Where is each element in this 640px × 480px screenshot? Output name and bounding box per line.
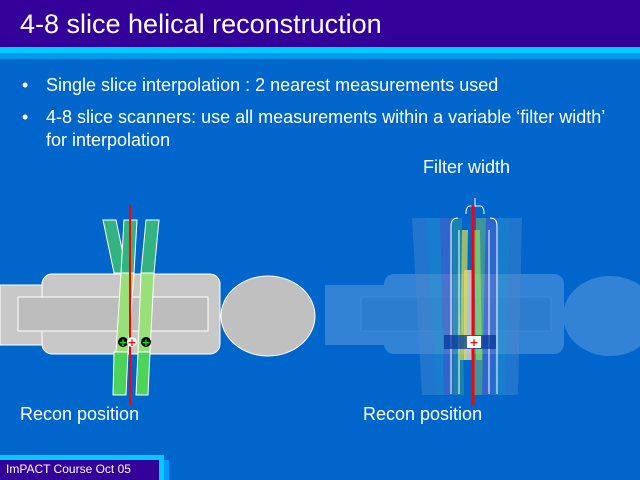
left-recon-caption: Recon position bbox=[20, 404, 140, 424]
bullet-text: Single slice interpolation : 2 nearest m… bbox=[46, 75, 499, 95]
measurement-point bbox=[141, 337, 151, 347]
bullet-list: • Single slice interpolation : 2 nearest… bbox=[22, 74, 622, 161]
bullet-item: • 4-8 slice scanners: use all measuremen… bbox=[22, 106, 622, 152]
footer-border bbox=[0, 455, 164, 460]
bullet-marker: • bbox=[22, 75, 29, 95]
slice-band bbox=[440, 218, 456, 395]
left-diagram: + + + bbox=[0, 205, 316, 405]
title-divider bbox=[0, 47, 640, 53]
title-bar: 4-8 slice helical reconstruction bbox=[0, 0, 640, 47]
footer-text: ImPACT Course Oct 05 bbox=[6, 462, 131, 476]
recon-point-box bbox=[467, 336, 481, 348]
right-recon-caption: Recon position bbox=[363, 404, 483, 424]
slice-band bbox=[426, 218, 447, 395]
phantom-neck bbox=[325, 285, 385, 345]
slice-band bbox=[494, 218, 510, 395]
slice-band-green bbox=[112, 351, 129, 396]
slice-band-dark bbox=[140, 219, 160, 274]
plus-icon: + bbox=[141, 336, 150, 349]
phantom-head bbox=[563, 276, 640, 356]
bracket-top bbox=[465, 205, 485, 215]
phantom-inner bbox=[360, 296, 552, 332]
filter-outline-left bbox=[450, 217, 459, 394]
plus-icon: + bbox=[118, 336, 127, 349]
footer-shadow bbox=[164, 460, 169, 480]
phantom-head bbox=[220, 275, 316, 357]
patient-phantom bbox=[0, 273, 316, 357]
bullet-marker: • bbox=[22, 107, 29, 127]
filter-width-label: Filter width bbox=[423, 157, 511, 177]
right-diagram: + bbox=[325, 198, 640, 405]
slice-band-green bbox=[135, 351, 151, 396]
measurement-point bbox=[118, 337, 128, 347]
recon-point bbox=[127, 337, 137, 347]
plus-icon: + bbox=[469, 336, 478, 349]
slide-title: 4-8 slice helical reconstruction bbox=[20, 9, 382, 39]
slice-band bbox=[506, 218, 522, 395]
phantom-inner bbox=[17, 296, 209, 332]
measurement-points: + + + bbox=[118, 336, 151, 349]
bullet-item: • Single slice interpolation : 2 nearest… bbox=[22, 74, 622, 97]
filter-outline-right bbox=[489, 217, 498, 394]
slice-band bbox=[482, 218, 498, 395]
plus-icon: + bbox=[127, 336, 136, 349]
footer-border-side bbox=[159, 455, 164, 480]
slice-band-green bbox=[474, 230, 482, 360]
slice-band bbox=[412, 218, 436, 395]
filter-width-bracket bbox=[450, 198, 498, 394]
slice-band-yellow bbox=[460, 230, 468, 360]
footer-bar: ImPACT Course Oct 05 bbox=[0, 460, 159, 480]
bullet-text: 4-8 slice scanners: use all measurements… bbox=[46, 107, 605, 150]
title-divider-shadow bbox=[0, 53, 640, 59]
